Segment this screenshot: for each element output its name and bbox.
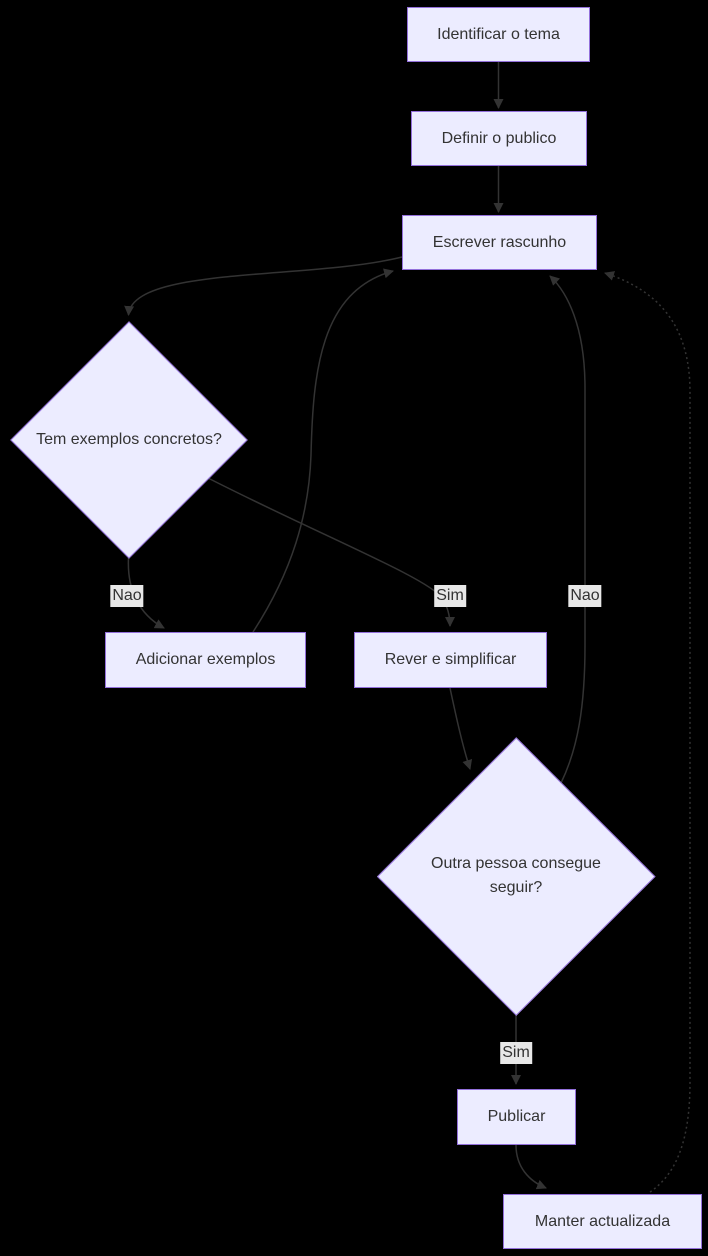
- edge-adicionar-escrever-loop: [252, 268, 394, 633]
- node-definir-o-publico: Definir o publico: [411, 111, 587, 166]
- decision-tem-exemplos-label: Tem exemplos concretos?: [36, 431, 222, 448]
- edge-publicar-manter: [515, 1144, 547, 1190]
- edge-escrever-tem-exemplos: [124, 256, 403, 316]
- edge-label-nao-right: Nao: [568, 585, 602, 607]
- node-publicar: Publicar: [457, 1089, 576, 1145]
- edge-label-sim-bottom: Sim: [500, 1042, 532, 1064]
- node-adicionar-exemplos: Adicionar exemplos: [105, 632, 306, 688]
- edge-label-sim-middle: Sim: [434, 585, 466, 607]
- decision-outra-pessoa-label: Outra pessoa consegue seguir?: [431, 855, 601, 896]
- edge-label-nao-left: Nao: [110, 585, 144, 607]
- edge-rever-outra-pessoa: [449, 687, 473, 770]
- edge-manter-escrever-dotted: [604, 271, 691, 1193]
- edge-outra-pessoa-escrever-nao: [549, 275, 586, 784]
- edge-tem-exemplos-rever-sim: [207, 477, 455, 627]
- node-manter-actualizada: Manter actualizada: [503, 1194, 702, 1249]
- node-rever-e-simplificar: Rever e simplificar: [354, 632, 547, 688]
- node-escrever-rascunho: Escrever rascunho: [402, 215, 597, 270]
- node-identificar-o-tema: Identificar o tema: [407, 7, 590, 62]
